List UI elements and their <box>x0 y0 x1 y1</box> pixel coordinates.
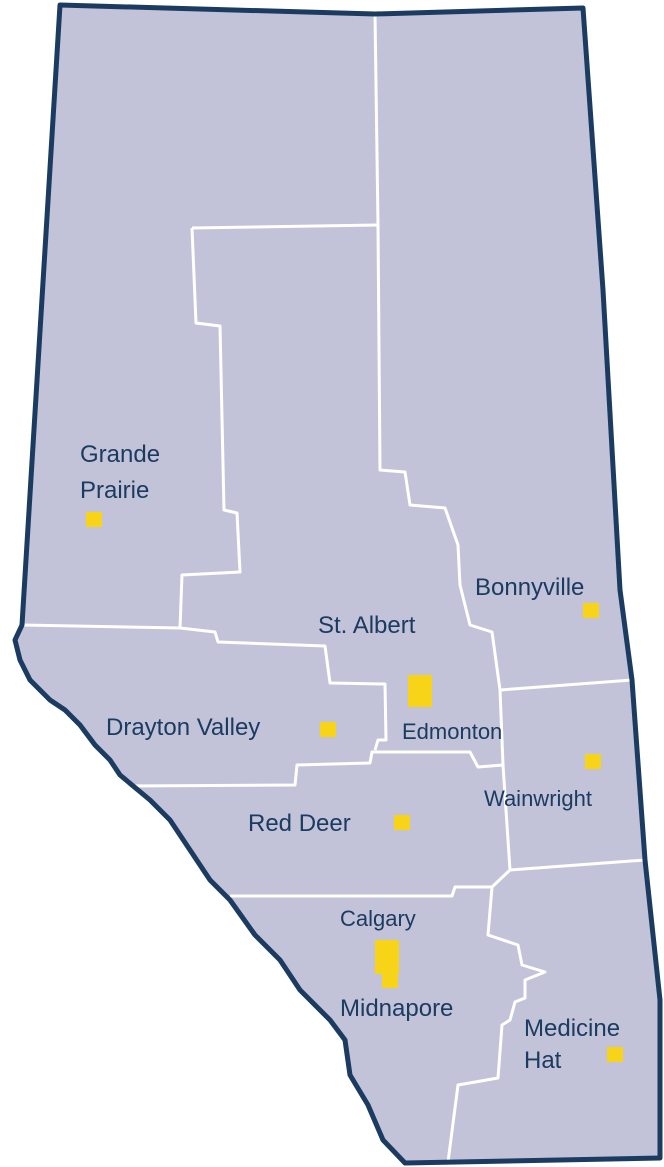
province-land <box>15 5 660 1163</box>
label-medicine-hat-line1: Medicine <box>524 1015 620 1042</box>
label-calgary: Calgary <box>340 906 416 931</box>
label-edmonton: Edmonton <box>402 719 502 744</box>
border-wainwright-south <box>509 858 646 872</box>
border-edmonton-east <box>499 678 633 692</box>
label-medicine-hat-line2: Hat <box>524 1047 562 1074</box>
label-st-albert: St. Albert <box>318 612 416 639</box>
city-markers <box>86 512 623 1062</box>
marker-medicine-hat <box>607 1047 623 1062</box>
label-red-deer: Red Deer <box>248 810 351 837</box>
border-central-north <box>178 223 379 629</box>
label-bonnyville: Bonnyville <box>475 574 584 601</box>
border-red-deer-south <box>230 868 512 898</box>
label-wainwright: Wainwright <box>484 786 592 811</box>
marker-midnapore <box>382 974 398 988</box>
label-midnapore: Midnapore <box>340 995 453 1022</box>
marker-edmonton <box>408 675 432 707</box>
marker-red-deer <box>394 815 410 830</box>
label-drayton-valley: Drayton Valley <box>106 714 260 741</box>
province-outline <box>12 2 663 1166</box>
marker-grande-prairie <box>86 512 102 527</box>
marker-drayton-valley <box>320 722 336 737</box>
marker-wainwright <box>585 754 601 769</box>
label-grande-prairie-line1: Grande <box>80 441 160 468</box>
label-grande-prairie-line2: Prairie <box>80 477 149 504</box>
border-west-central <box>21 623 388 751</box>
region-borders <box>21 13 646 1163</box>
marker-bonnyville <box>583 603 599 618</box>
marker-calgary <box>375 940 399 974</box>
border-calgary-east <box>446 886 547 1163</box>
city-labels: Grande Prairie Bonnyville St. Albert Dra… <box>80 441 620 1074</box>
border-drayton-south <box>119 750 504 788</box>
